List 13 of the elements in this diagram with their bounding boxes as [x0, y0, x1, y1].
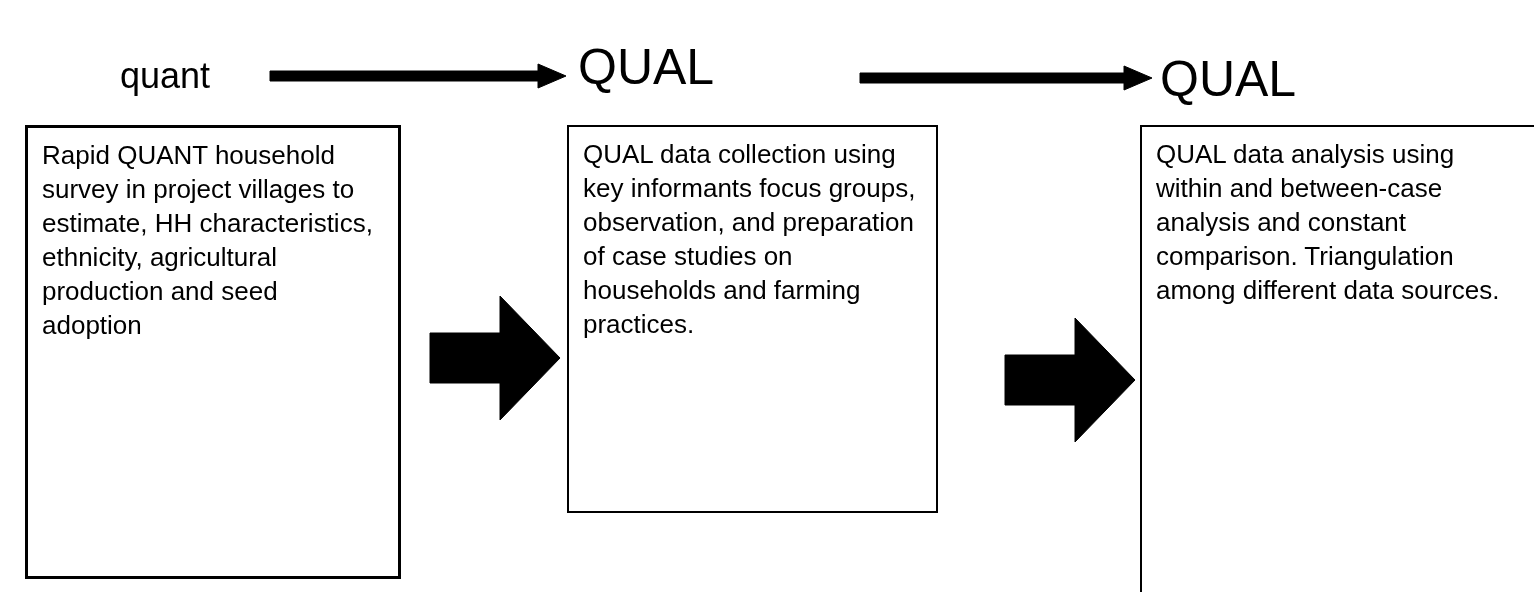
- box-text: QUAL data collection using key informants focus groups, observation, and preparation of case studies on households and farming practices.: [583, 138, 917, 341]
- stage-label: quant: [120, 58, 211, 94]
- process-box: [567, 125, 938, 513]
- arrow: [429, 295, 561, 421]
- process-box: [1140, 125, 1534, 592]
- box-text: QUAL data analysis using within and between-case analysis and constant comparison. Triangulation among different data sources.: [1156, 138, 1501, 307]
- arrow: [269, 63, 567, 89]
- arrow: [1004, 317, 1136, 443]
- box-text: Rapid QUANT household survey in project villages to estimate, HH characteristics, ethnicity, agricultural production and seed adoption: [42, 139, 374, 342]
- arrow: [859, 65, 1153, 91]
- stage-label: QUAL: [1160, 54, 1297, 104]
- stage-label: QUAL: [578, 42, 715, 92]
- process-box: [25, 125, 401, 579]
